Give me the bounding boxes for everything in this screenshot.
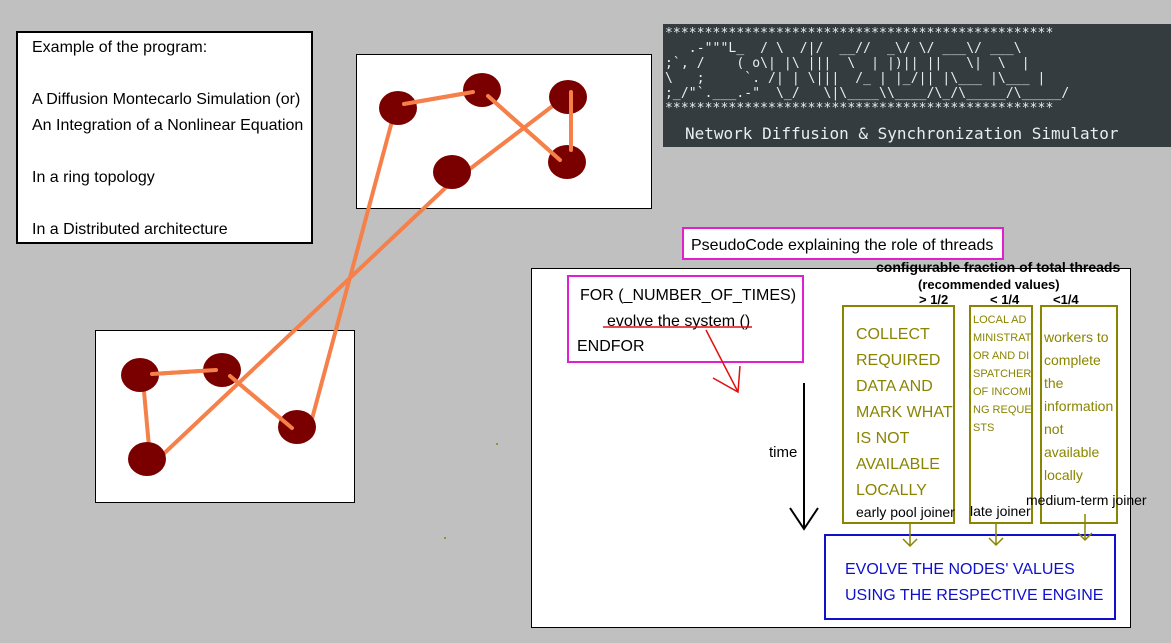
pseudocode-title: PseudoCode explaining the role of thread…	[682, 227, 1004, 260]
node	[433, 155, 471, 189]
example-heading: Example of the program:	[32, 39, 208, 56]
collect-threads-text: COLLECT REQUIRED DATA AND MARK WHAT IS N…	[856, 326, 953, 499]
ring-nodes	[121, 73, 587, 476]
evolve-nodes-text: EVOLVE THE NODES' VALUES USING THE RESPE…	[845, 557, 1103, 609]
node	[128, 442, 166, 476]
medium-term-joiner-label: medium-term joiner	[1026, 492, 1147, 508]
red-arrow-head	[712, 365, 741, 394]
ascii-banner-logo: ****************************************…	[663, 24, 1171, 147]
node	[379, 91, 417, 125]
node	[121, 358, 159, 392]
admin-threads-text: LOCAL ADMINISTRATOR AND DISPATCHER OF IN…	[973, 314, 1032, 434]
early-pool-joiner-label: early pool joiner	[856, 504, 955, 520]
olive-arrow-head	[1077, 532, 1093, 542]
red-arrow-shaft	[705, 329, 739, 393]
worker-threads-box: workers to complete the information not …	[1040, 305, 1118, 524]
endfor-line: ENDFOR	[577, 338, 645, 355]
ascii-art-logo: ****************************************…	[665, 26, 1070, 116]
edge	[150, 368, 218, 376]
node	[548, 145, 586, 179]
time-arrow-head	[789, 507, 819, 531]
example-line-2: An Integration of a Nonlinear Equation	[32, 117, 304, 134]
edge	[228, 374, 294, 430]
evolve-nodes-box: EVOLVE THE NODES' VALUES USING THE RESPE…	[824, 534, 1116, 620]
collect-threads-box: COLLECT REQUIRED DATA AND MARK WHAT IS N…	[842, 305, 955, 524]
fraction-workers: <1/4	[1053, 292, 1079, 307]
edge	[307, 108, 397, 432]
evolve-line-1: EVOLVE THE NODES' VALUES	[845, 561, 1075, 578]
example-line-1: A Diffusion Montecarlo Simulation (or)	[32, 91, 301, 108]
banner-subtitle: Network Diffusion & Synchronization Simu…	[685, 124, 1119, 143]
example-description-box: Example of the program: A Diffusion Mont…	[16, 31, 313, 244]
example-line-4: In a Distributed architecture	[32, 221, 228, 238]
pseudocode-loop-box: FOR (_NUMBER_OF_TIMES) evolve the system…	[567, 275, 804, 363]
evolve-call-line: evolve the system ()	[607, 313, 751, 330]
example-line-3: In a ring topology	[32, 169, 155, 186]
time-arrow	[789, 383, 819, 531]
ring-edges	[141, 90, 573, 464]
threads-header-line2: (recommended values)	[918, 277, 1060, 292]
edge	[402, 90, 475, 106]
fraction-collect: > 1/2	[919, 292, 949, 307]
overlay-edges	[150, 90, 573, 430]
node	[549, 80, 587, 114]
evolve-line-2: USING THE RESPECTIVE ENGINE	[845, 587, 1104, 604]
network-panel-top	[356, 54, 652, 209]
olive-arrow-head	[902, 538, 918, 548]
red-annotation	[603, 326, 752, 394]
fraction-admin: < 1/4	[990, 292, 1020, 307]
worker-threads-text: workers to complete the information not …	[1044, 329, 1114, 483]
time-label: time	[769, 444, 798, 461]
speck	[444, 537, 446, 539]
late-joiner-label: late joiner	[970, 503, 1031, 519]
edge	[486, 94, 562, 162]
threads-header-line1: configurable fraction of total threads	[876, 259, 1121, 275]
admin-threads-box: LOCAL ADMINISTRATOR AND DISPATCHER OF IN…	[969, 305, 1033, 524]
olive-arrows	[902, 514, 1093, 548]
speck	[496, 443, 498, 445]
olive-arrow-head	[988, 537, 1004, 547]
node	[278, 410, 316, 444]
edge	[153, 174, 460, 464]
for-line: FOR (_NUMBER_OF_TIMES)	[580, 287, 797, 304]
